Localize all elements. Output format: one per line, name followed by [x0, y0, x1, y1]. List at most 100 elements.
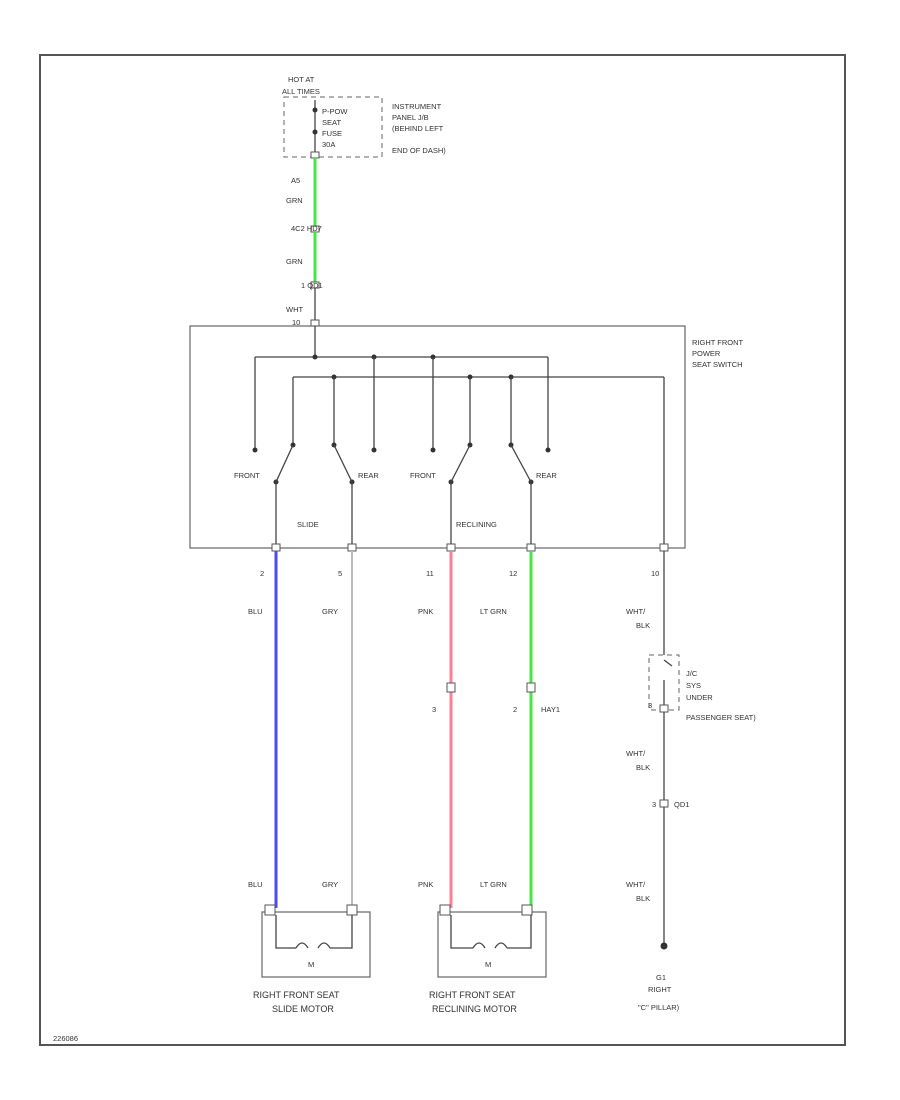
- motor-terminal: [439, 904, 451, 916]
- seat-switch-name-3: SEAT SWITCH: [692, 360, 743, 369]
- circuit-blu: 2 BLU BLU: [248, 551, 278, 908]
- seat-switch: RIGHT FRONT POWER SEAT SWITCH: [189, 325, 744, 549]
- recline-rear-blade: [510, 444, 532, 483]
- jc-pin: 3: [648, 701, 652, 710]
- circuit-color-bottom: LT GRN: [480, 880, 507, 889]
- ground-color-3b: BLK: [636, 894, 650, 903]
- diagram-id: 226086: [53, 1034, 78, 1043]
- switch-pin-connector: [659, 543, 669, 552]
- ground-id: G1: [656, 973, 666, 982]
- motor-symbol: [295, 942, 331, 949]
- circuit-color: LT GRN: [480, 607, 507, 616]
- wire-color-1: GRN: [286, 196, 303, 205]
- circuit-color-bottom: GRY: [322, 880, 338, 889]
- switch-pin-connector: [271, 543, 281, 552]
- circuit-color: BLU: [248, 607, 263, 616]
- hot-label: HOT AT: [288, 75, 315, 84]
- circuit-color-bottom: PNK: [418, 880, 433, 889]
- jc-label-2: SYS: [686, 681, 701, 690]
- hot-label-2: ALL TIMES: [282, 87, 320, 96]
- ground-pin: 10: [651, 569, 659, 578]
- motor-lead-left: [450, 915, 473, 949]
- fuse-line1: P-POW: [322, 107, 348, 116]
- switch-pin-label: 10: [292, 318, 300, 327]
- slide-label: SLIDE: [297, 520, 319, 529]
- switch-pin-connector: [526, 543, 536, 552]
- fuse-line3: FUSE: [322, 129, 342, 138]
- jb-location-2: PANEL J/B: [392, 113, 429, 122]
- fuse-terminal-top: [312, 107, 318, 113]
- seat-switch-name-1: RIGHT FRONT: [692, 338, 744, 347]
- ground-color-2: WHT/: [626, 749, 646, 758]
- circuit-color-bottom: BLU: [248, 880, 263, 889]
- ground-color-1: WHT/: [626, 607, 646, 616]
- slide-motor-outline: [261, 911, 371, 978]
- jb-location-1: INSTRUMENT: [392, 102, 442, 111]
- circuit-inline-connector: HAY1: [541, 705, 560, 714]
- slide-front-blade: [275, 444, 294, 483]
- jc-connector: [659, 704, 669, 713]
- circuit-pin: 5: [338, 569, 342, 578]
- motor-terminal: [264, 904, 276, 916]
- contact-point: [430, 447, 436, 453]
- switch-connector-top: [310, 319, 320, 327]
- seat-switch-name-2: POWER: [692, 349, 721, 358]
- circuit-color: GRY: [322, 607, 338, 616]
- slide-motor: M RIGHT FRONT SEAT SLIDE MOTOR: [253, 904, 371, 1014]
- fuse-connector: [310, 151, 320, 159]
- motor-terminal: [521, 904, 533, 916]
- circuit-pnk: 11 PNK 3 PNK: [418, 551, 456, 908]
- motor-lead-right: [507, 915, 532, 949]
- recline-motor-name-1: RIGHT FRONT SEAT: [429, 990, 516, 1000]
- jc-link: [663, 659, 673, 667]
- recline-front-blade: [450, 444, 471, 483]
- circuit-lt-grn: 12 LT GRN 2 HAY1 LT GRN: [480, 551, 560, 908]
- pin-top-label: A5: [291, 176, 300, 185]
- contact-point: [252, 447, 258, 453]
- fuse-line2: SEAT: [322, 118, 341, 127]
- ground-connector-qd1: [659, 799, 669, 808]
- ground-color-1b: BLK: [636, 621, 650, 630]
- slide-front-label: FRONT: [234, 471, 260, 480]
- wire-color-2: GRN: [286, 257, 303, 266]
- ground-point: [660, 942, 668, 950]
- jc-label-4: PASSENGER SEAT): [686, 713, 756, 722]
- circuit-pin: 11: [426, 569, 434, 578]
- circuit-color: PNK: [418, 607, 433, 616]
- switch-pin-connector: [446, 543, 456, 552]
- circuit-pin: 12: [509, 569, 517, 578]
- switch-pin-connector: [347, 543, 357, 552]
- ground-path: 10 WHT/ BLK J/C SYS UNDER PASSENGER SEAT…: [626, 551, 756, 1012]
- inline-connector-lt-grn: [526, 682, 536, 693]
- recline-motor-outline: [437, 911, 547, 978]
- circuit-gry: 5 GRY GRY: [322, 551, 353, 908]
- diagram-frame: [39, 54, 846, 1046]
- slide-rear-label: REAR: [358, 471, 379, 480]
- switch-contacts: [252, 442, 551, 485]
- fuse-terminal-mid: [312, 129, 318, 135]
- slide-motor-name-2: SLIDE MOTOR: [272, 1004, 334, 1014]
- ground-connector-label: QD1: [674, 800, 689, 809]
- motor-m-label: M: [308, 960, 314, 969]
- ground-connector-pin: 3: [652, 800, 656, 809]
- fuse-block: HOT AT ALL TIMES P-POW SEAT FUSE 30A INS…: [282, 75, 446, 159]
- circuit-inline-pin: 3: [432, 705, 436, 714]
- recline-motor: M RIGHT FRONT SEAT RECLINING MOTOR: [429, 904, 547, 1014]
- ground-color-2b: BLK: [636, 763, 650, 772]
- jb-location-3: (BEHIND LEFT: [392, 124, 444, 133]
- recline-motor-name-2: RECLINING MOTOR: [432, 1004, 517, 1014]
- fuse-line4: 30A: [322, 140, 335, 149]
- recline-rear-label: REAR: [536, 471, 557, 480]
- seat-switch-outline: [189, 325, 686, 549]
- inline-connector-label: 4C2 HD7: [291, 224, 322, 233]
- ground-location-1: RIGHT: [648, 985, 672, 994]
- motor-symbol: [472, 942, 508, 949]
- jb-location-4: END OF DASH): [392, 146, 446, 155]
- circuit-inline-pin: 2: [513, 705, 517, 714]
- ground-location-2: "C" PILLAR): [638, 1003, 680, 1012]
- switch-wire-color: WHT: [286, 305, 303, 314]
- feed-wire: A5 GRN 4C2 HD7 GRN 1 QD1 WHT 10: [286, 158, 323, 327]
- contact-point: [545, 447, 551, 453]
- ground-color-3: WHT/: [626, 880, 646, 889]
